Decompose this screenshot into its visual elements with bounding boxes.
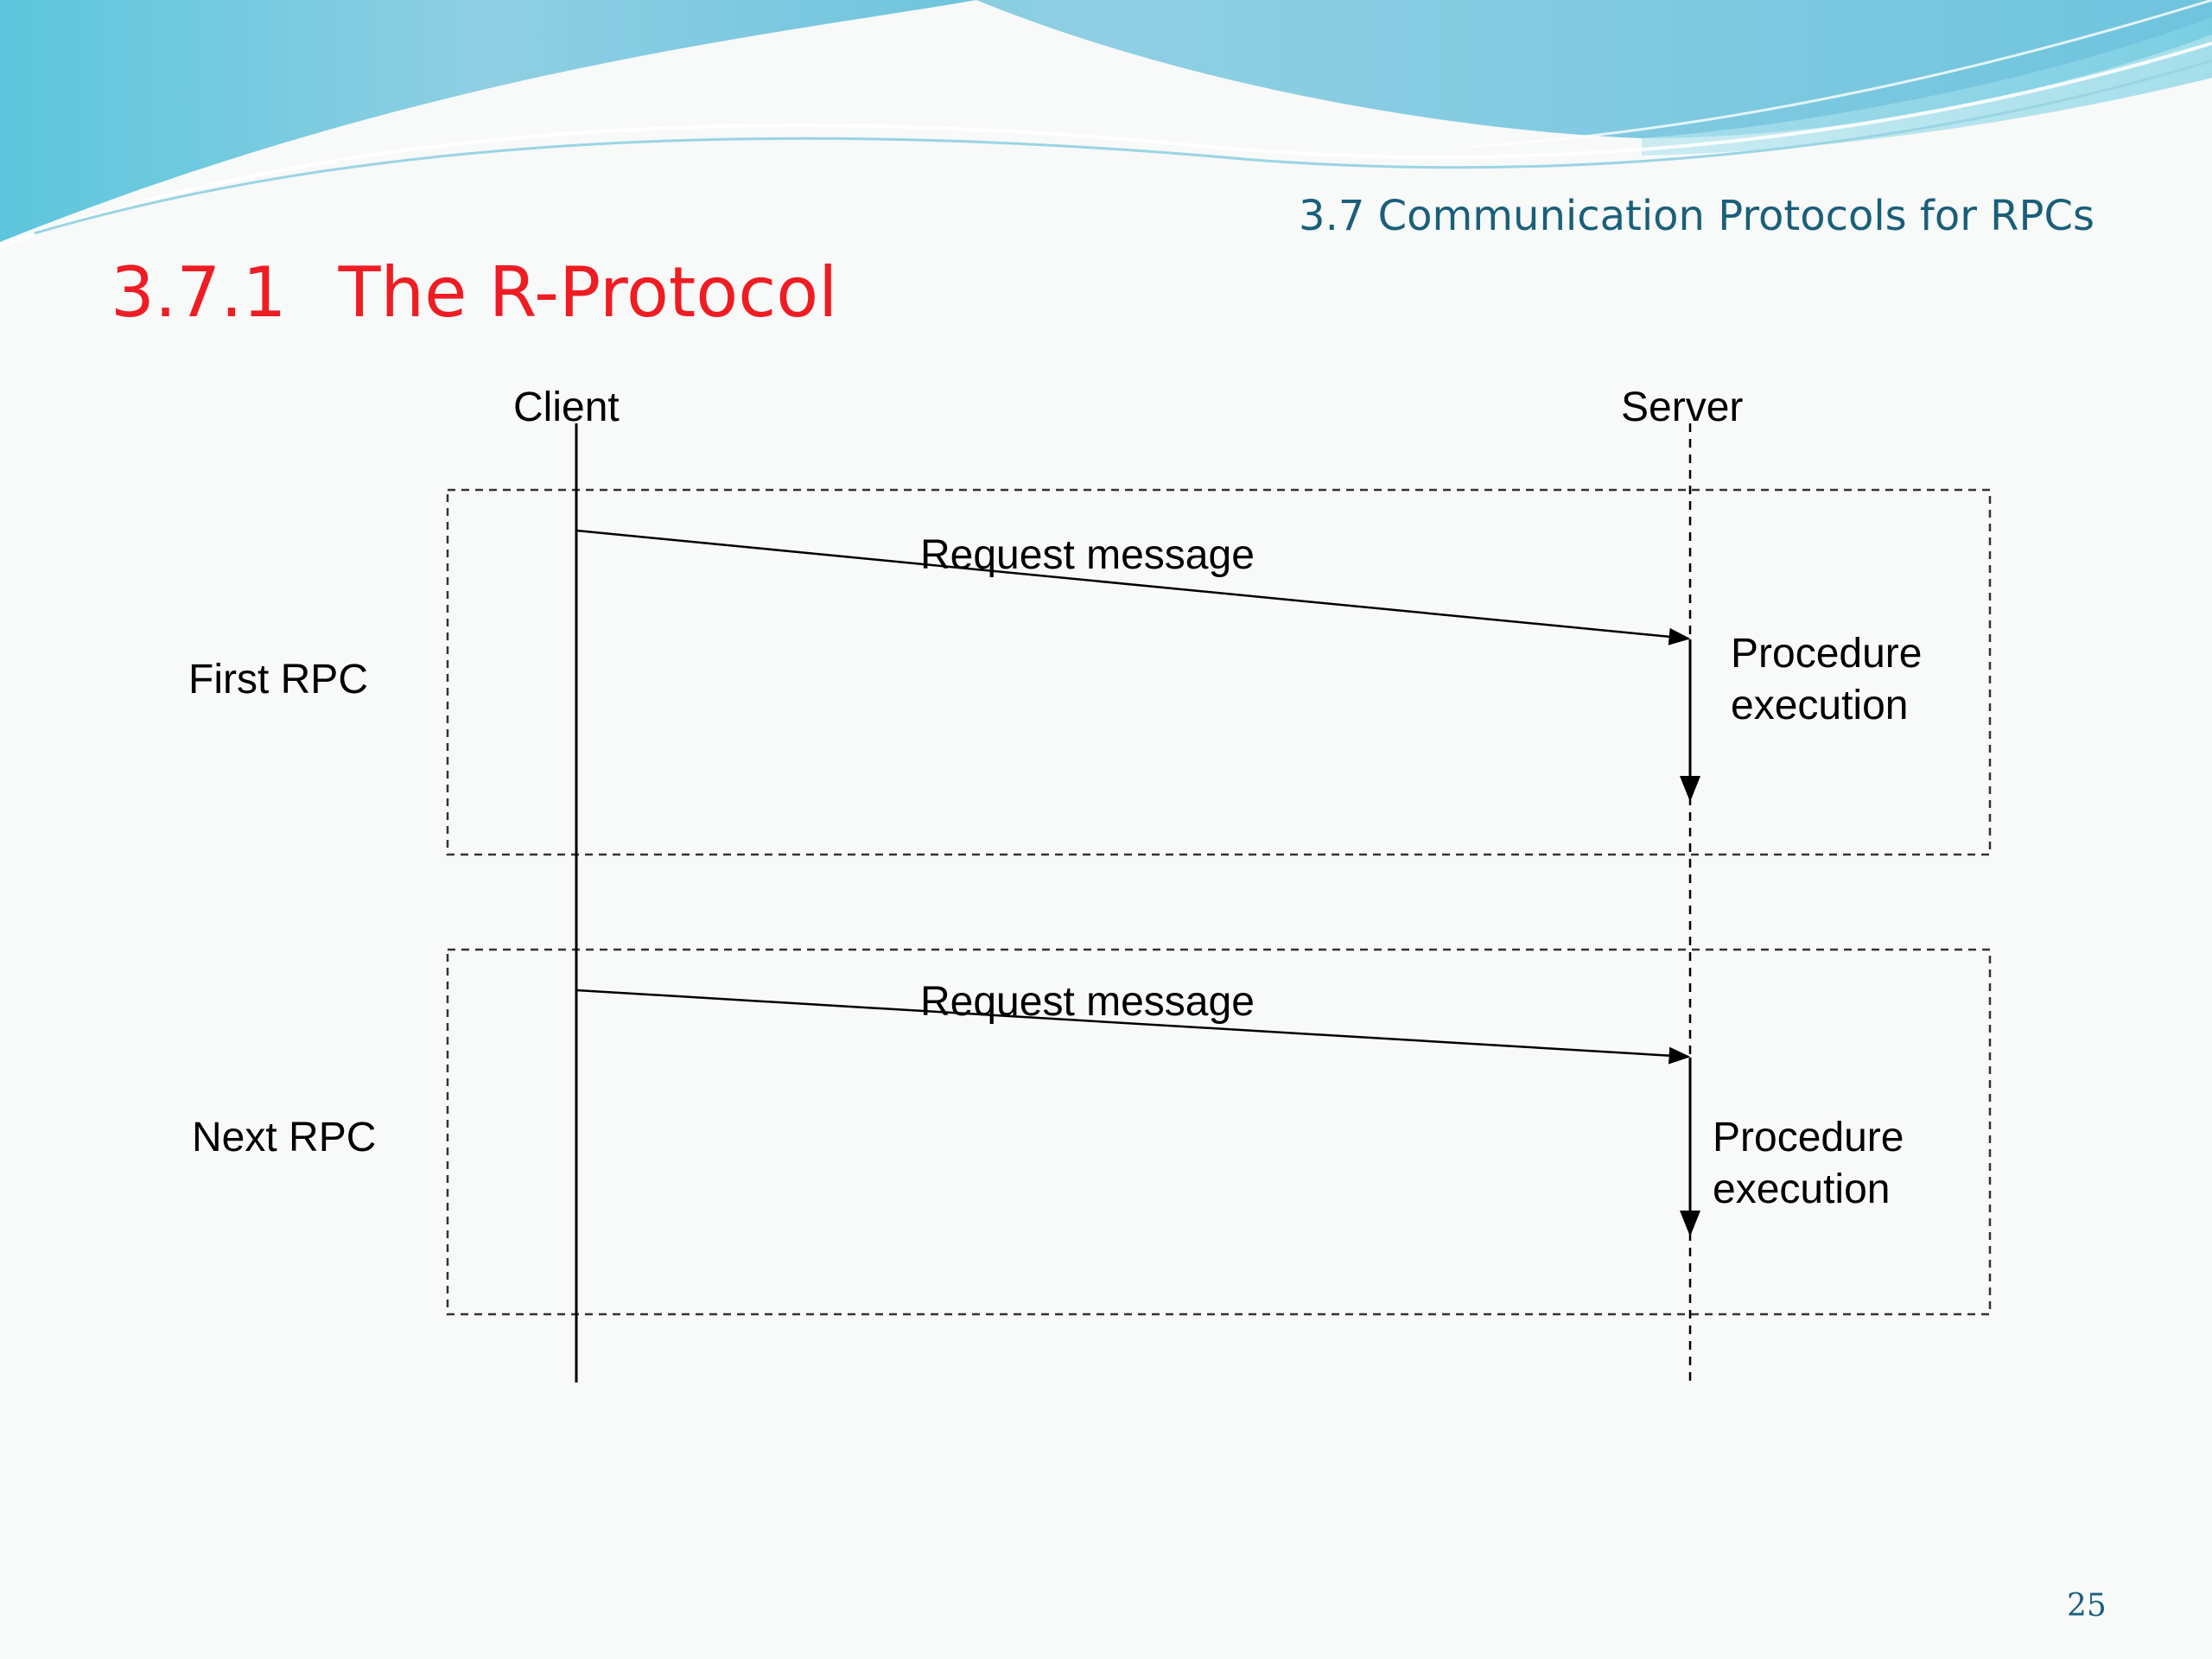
wave-left [0, 0, 976, 242]
next-rpc-label: Next RPC [192, 1115, 376, 1160]
next-execution-label-line2: execution [1713, 1166, 1890, 1212]
slide-title-text: The R-Protocol [338, 252, 838, 333]
first-request-label: Request message [920, 532, 1255, 578]
wave-line-3 [1468, 0, 2212, 149]
wave-main [0, 0, 2212, 138]
slide-title-number: 3.7.1 [111, 252, 287, 333]
wave-line-2 [34, 59, 2212, 235]
next-execution-label-line1: Procedure [1713, 1115, 1904, 1160]
wave-line-1 [0, 41, 2212, 248]
first-rpc-label: First RPC [188, 657, 368, 702]
client-label: Client [513, 385, 620, 430]
first-request-arrow [575, 529, 1691, 645]
server-label: Server [1621, 385, 1743, 430]
page-number: 25 [2067, 1588, 2107, 1624]
header-wave-decoration [0, 0, 2212, 248]
first-execution-label-line1: Procedure [1731, 631, 1922, 677]
slide-title: 3.7.1 The R-Protocol [111, 252, 837, 333]
next-request-label: Request message [920, 979, 1255, 1025]
section-title: 3.7 Communication Protocols for RPCs [1299, 192, 2094, 240]
first-execution-label-line2: execution [1731, 683, 1908, 728]
next-request-arrow [575, 988, 1691, 1065]
